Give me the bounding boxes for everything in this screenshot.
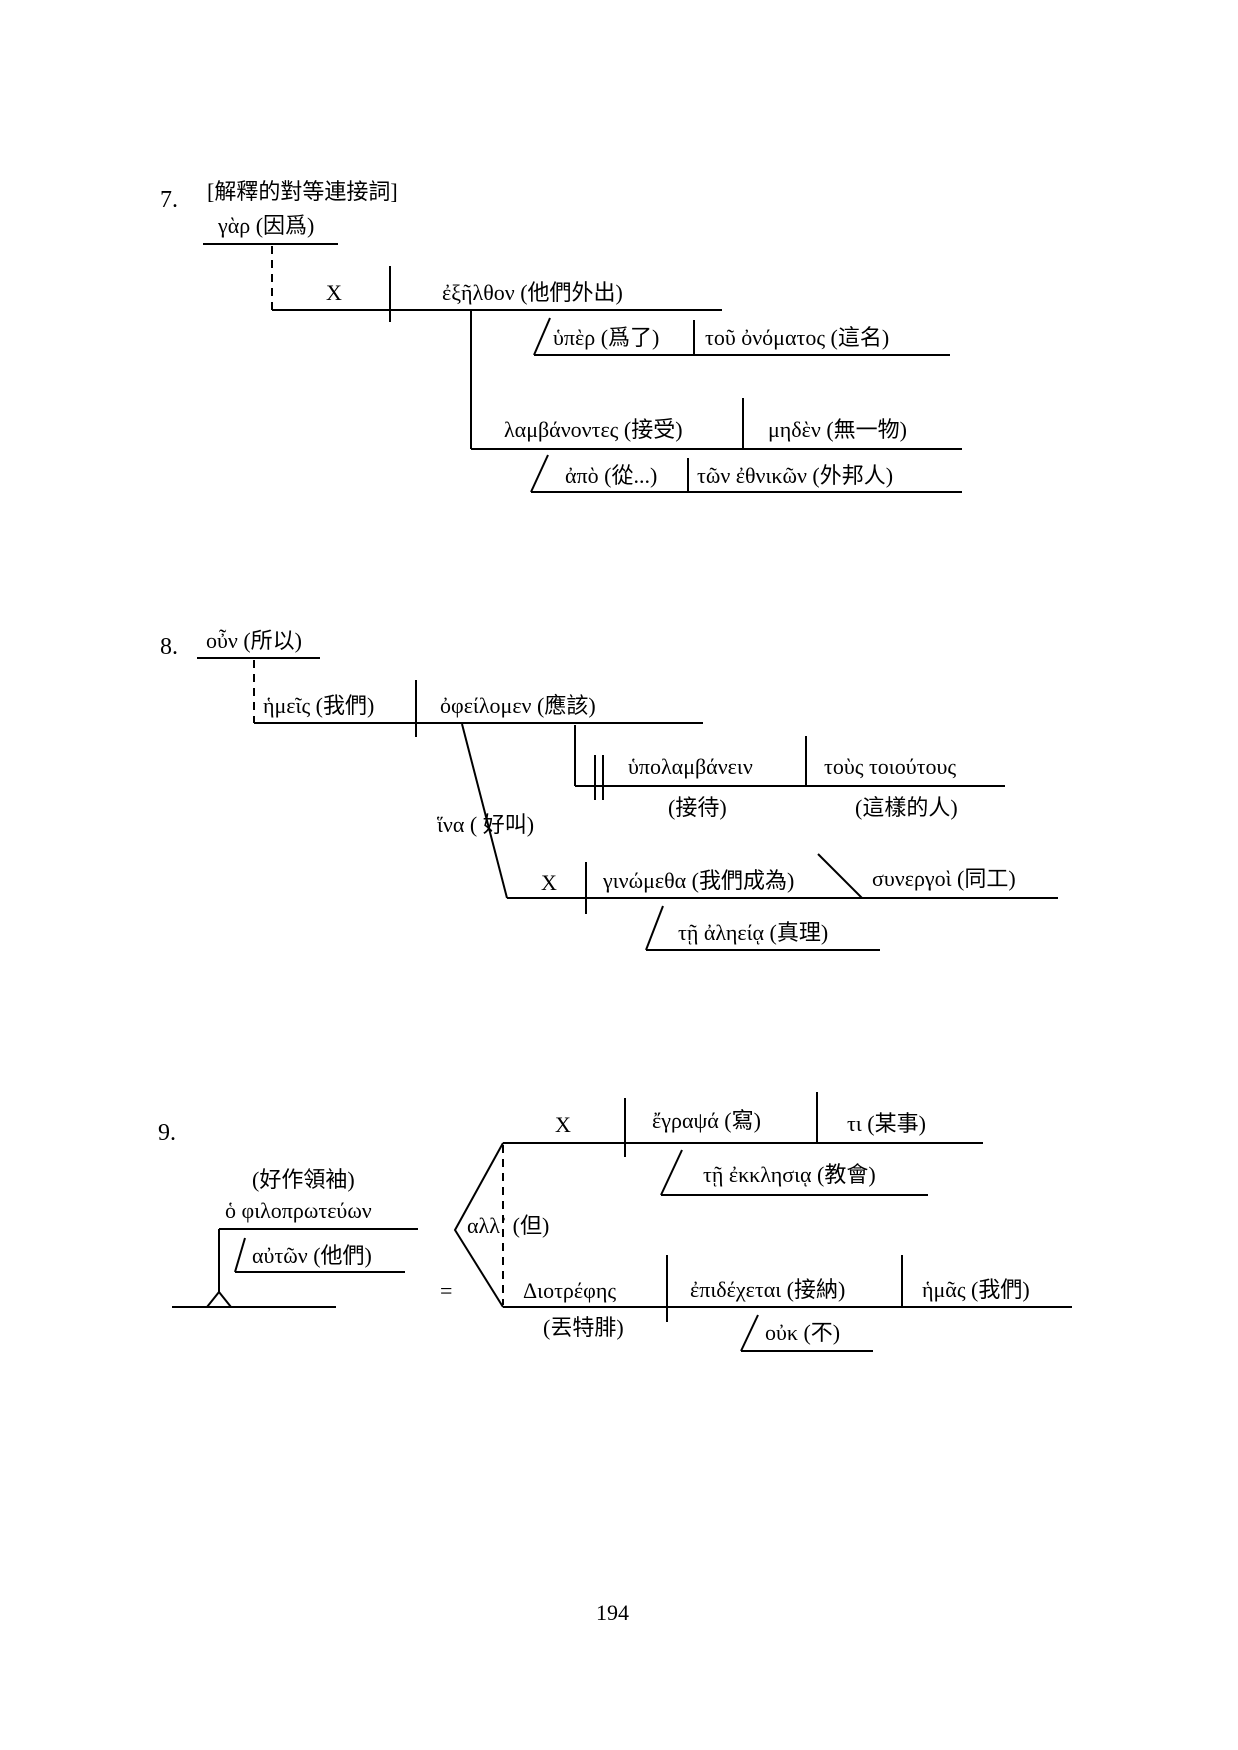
diagram-8: 8. οὖν (所以) ἡμεῖς (我們) ὀφείλομεν (應該) ὑπ… — [160, 628, 1058, 951]
diagram-8-hina: ἵνα ( 好叫) — [437, 812, 534, 837]
pedestal-foot — [206, 1290, 232, 1308]
prep-phrase-2-slant — [530, 454, 549, 493]
diagram-9-negation: οὐκ (不) — [765, 1320, 840, 1345]
diagram-8-dative: τῇ ἀληείᾳ (真理) — [678, 920, 828, 945]
diagram-8-conjunction: οὖν (所以) — [206, 628, 302, 653]
diagram-9-clause-2-verb: ἐπιδέχεται (接納) — [690, 1277, 845, 1302]
diagram-9-equals: = — [440, 1278, 452, 1303]
diagram-9: 9. (好作領袖) ὁ φιλοπρωτεύων αὐτῶν (他們) = αλ… — [158, 1092, 1072, 1352]
diagram-8-number: 8. — [160, 634, 178, 660]
diagram-8-verb: ὀφείλομεν (應該) — [440, 693, 596, 718]
predicate-divider — [817, 853, 863, 899]
diagram-9-genitive: αὐτῶν (他們) — [252, 1243, 372, 1268]
compound-connector — [453, 1142, 504, 1308]
diagram-9-clause-1-dative: τῇ ἐκκλησιᾳ (教會) — [703, 1162, 876, 1187]
diagram-7-participle: λαμβάνοντες (接受) — [504, 417, 683, 442]
prep-phrase-slant — [533, 317, 551, 356]
diagram-7-subject: X — [326, 280, 342, 305]
diagram-9-clause-1-subject: X — [555, 1112, 571, 1137]
diagram-8-predicate: συνεργοὶ (同工) — [872, 866, 1016, 891]
diagram-8-hina-verb: γινώμεθα (我們成為) — [602, 868, 794, 893]
diagram-7: 7. [解釋的對等連接詞] γὰρ (因爲) X ἐξῆλθον (他們外出) … — [160, 179, 962, 493]
diagram-7-conjunction: γὰρ (因爲) — [217, 213, 314, 238]
diagram-7-object-2: τῶν ἐθνικῶν (外邦人) — [697, 463, 893, 488]
diagram-9-participle: ὁ φιλοπρωτεύων — [225, 1198, 372, 1223]
genitive-slant — [234, 1237, 246, 1273]
hina-connector — [461, 723, 508, 899]
diagram-9-clause-2-subject-gloss: (丟特腓) — [543, 1315, 624, 1340]
dative-slant — [645, 905, 664, 951]
diagram-7-participle-object: μηδὲν (無一物) — [768, 417, 907, 442]
diagram-8-infinitive-gloss: (接待) — [668, 795, 727, 820]
diagram-7-object-1: τοῦ ὀνόματος (這名) — [705, 325, 889, 350]
diagram-7-verb: ἐξῆλθον (他們外出) — [442, 280, 623, 305]
diagram-9-clause-1-object: τι (某事) — [847, 1111, 926, 1136]
diagram-9-clause-2-object: ἡμᾶς (我們) — [922, 1277, 1030, 1302]
diagram-8-subject: ἡμεῖς (我們) — [263, 693, 374, 718]
diagram-8-infinitive-object-gloss: (這樣的人) — [855, 795, 958, 820]
diagram-9-clause-2-subject: Διοτρέφης — [523, 1278, 616, 1303]
diagram-9-number: 9. — [158, 1120, 176, 1146]
diagram-8-infinitive-object: τοὺς τοιούτους — [824, 754, 956, 779]
diagram-9-clause-1-verb: ἔγραψά (寫) — [652, 1108, 761, 1133]
page-number: 194 — [596, 1600, 629, 1625]
diagram-7-number: 7. — [160, 187, 178, 213]
diagram-9-participle-gloss: (好作領袖) — [252, 1167, 355, 1192]
negation-slant — [740, 1314, 759, 1352]
diagram-8-infinitive: ὑπολαμβάνειν — [628, 754, 753, 779]
diagram-8-hina-subject: X — [541, 870, 557, 895]
diagram-7-preposition-2: ἀπὸ (從...) — [565, 463, 657, 488]
diagram-9-conjunction: αλλ᾽ (但) — [467, 1213, 549, 1238]
diagram-7-note: [解釋的對等連接詞] — [207, 179, 398, 204]
diagram-7-preposition-1: ὑπὲρ (爲了) — [553, 325, 659, 350]
clause-1-dative-slant — [660, 1149, 683, 1196]
